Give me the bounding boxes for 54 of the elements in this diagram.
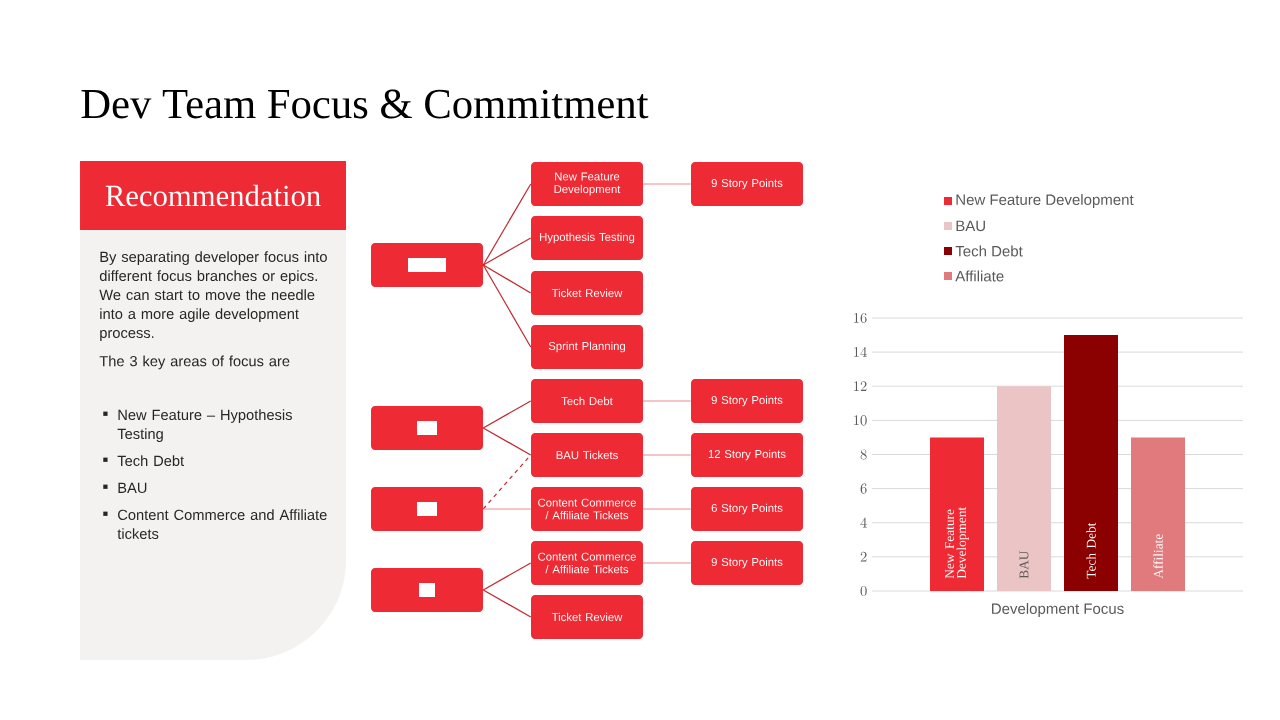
connector: [482, 400, 532, 429]
connector: [642, 454, 692, 456]
connector: [482, 264, 532, 348]
connector: [482, 237, 532, 266]
story-points-box: 6 Story Points: [691, 487, 803, 531]
story-points-box: 9 Story Points: [691, 379, 803, 423]
bar-label: Tech Debt: [1086, 522, 1096, 579]
task-box: Ticket Review: [531, 271, 643, 315]
connector: [482, 264, 532, 294]
bar-label: New Feature Development: [945, 506, 969, 579]
task-box: BAU Tickets: [531, 433, 643, 477]
y-tick-label: 2: [860, 551, 867, 562]
person-box: [371, 406, 483, 450]
connector: [482, 183, 532, 266]
panel-heading: Recommendation: [80, 161, 346, 230]
story-points-box: 12 Story Points: [691, 433, 803, 477]
axis-title: Development Focus: [992, 603, 1124, 617]
bar-label: Affiliate: [1153, 534, 1163, 579]
connector: [482, 589, 532, 618]
connector: [642, 508, 692, 510]
connector: [642, 400, 692, 402]
connector: [642, 562, 692, 564]
connector: [482, 508, 532, 510]
task-box: Hypothesis Testing: [531, 216, 643, 260]
legend-label: Tech Debt: [955, 245, 1023, 257]
slide-title: Dev Team Focus & Commitment: [81, 89, 649, 119]
y-tick-label: 14: [853, 346, 867, 357]
y-tick-label: 0: [860, 585, 867, 596]
y-tick-label: 16: [853, 312, 867, 324]
bar-label: BAU: [1019, 550, 1029, 579]
connector: [482, 562, 532, 591]
story-points-box: 9 Story Points: [691, 541, 803, 585]
connector: [482, 454, 532, 510]
task-box: Sprint Planning: [531, 325, 643, 369]
legend-label: Affiliate: [955, 270, 1004, 282]
y-tick-label: 4: [860, 517, 867, 528]
person-box: [371, 487, 483, 531]
legend-label: New Feature Development: [956, 194, 1134, 208]
task-box: Content Commerce / Affiliate Tickets: [531, 541, 643, 585]
y-tick-label: 6: [860, 483, 867, 494]
recommendation-panel: By separating developer focus into different focus branches or epics. We can start to move the needle into a more agile development process. The 3 key areas of focus are New Feature – Hypothesis Testing Tech Debt BAU Content Commerce and Affiliate tickets: [80, 230, 346, 660]
task-box: Content Commerce / Affiliate Tickets: [531, 487, 643, 531]
person-box: [371, 243, 483, 287]
story-points-box: 9 Story Points: [691, 162, 803, 206]
task-box: Ticket Review: [531, 595, 643, 639]
y-tick-label: 10: [853, 415, 867, 426]
person-box: [371, 568, 483, 612]
task-box: Tech Debt: [531, 379, 643, 423]
y-tick-label: 8: [860, 449, 867, 460]
connector: [482, 427, 532, 456]
y-tick-label: 12: [853, 381, 867, 391]
task-box: New Feature Development: [531, 162, 643, 206]
legend-label: BAU: [956, 220, 985, 232]
connector: [642, 183, 692, 185]
